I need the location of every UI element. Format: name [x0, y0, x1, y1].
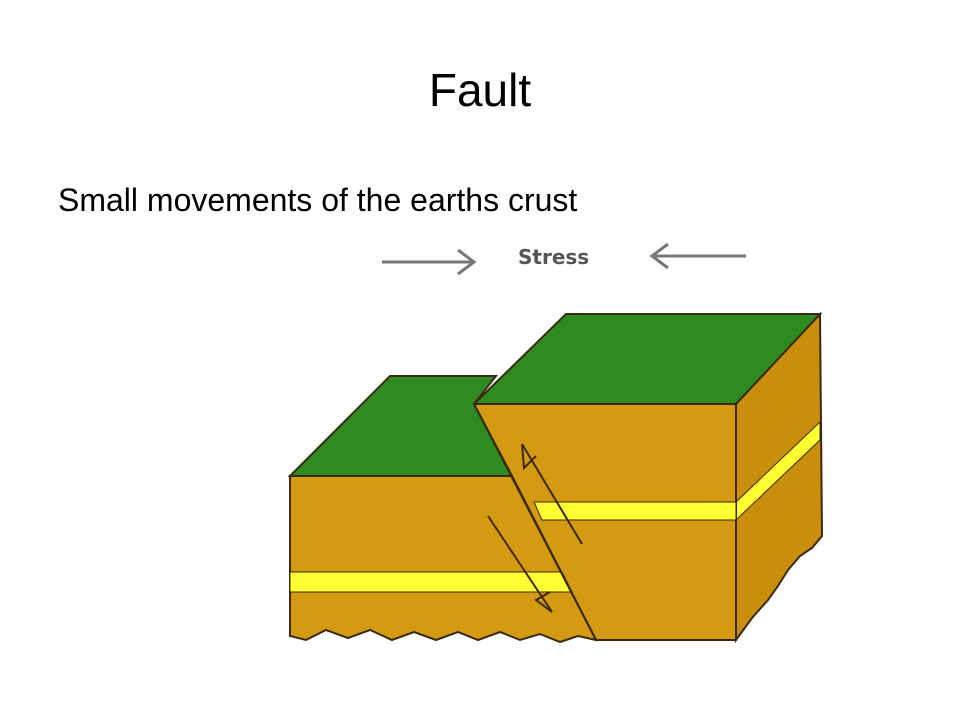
right-block-top-face [471, 313, 823, 405]
slide-bullet: Small movements of the earths crust [58, 182, 578, 218]
left-block-top-face [287, 375, 514, 477]
slide-title: Fault [428, 64, 532, 116]
stress-label: Stress [518, 245, 589, 269]
slip-arrow-down-icon [487, 515, 553, 613]
fault-plane [473, 403, 597, 641]
right-block-front-layer [533, 501, 737, 521]
slip-arrow-up-icon [521, 443, 583, 545]
arrow-left-icon [649, 242, 746, 270]
right-block [471, 311, 824, 644]
stress-indicator: Stress [382, 242, 746, 276]
left-block [287, 375, 598, 644]
left-block-layer [289, 571, 573, 593]
left-block-front-face [289, 475, 598, 644]
arrow-right-icon [382, 248, 477, 276]
